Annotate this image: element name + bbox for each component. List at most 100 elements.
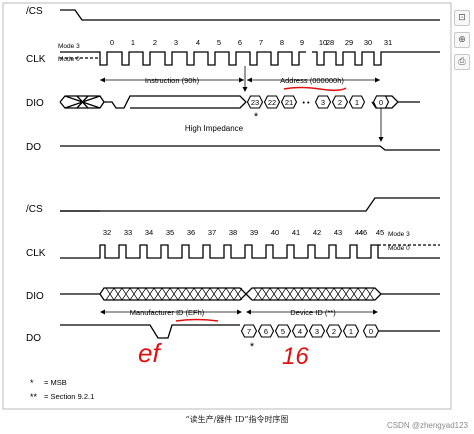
clk-waveform-bottom xyxy=(60,244,440,259)
clock-number: 45 xyxy=(376,228,384,237)
dio-dont-care-hatch-bottom xyxy=(105,287,375,301)
do-waveform-top xyxy=(60,145,440,151)
legend-text: = MSB xyxy=(44,378,67,387)
clock-number: 32 xyxy=(103,228,111,237)
dio-bit-box: 22 xyxy=(263,95,281,109)
svg-text:2: 2 xyxy=(338,98,342,107)
clock-number: 37 xyxy=(208,228,216,237)
dio-bit-box: 23 xyxy=(246,95,264,109)
handwritten-ef: ef xyxy=(138,338,162,368)
clock-number: 1 xyxy=(131,38,135,47)
manufacturer-id-label: Manufacturer ID (EFh) xyxy=(130,308,205,317)
clock-number: 43 xyxy=(334,228,342,237)
clock-number: 41 xyxy=(292,228,300,237)
dio-bit-box: 1 xyxy=(348,95,366,109)
signal-label-clk-bottom: CLK xyxy=(26,248,46,259)
arrow-head xyxy=(373,309,378,315)
legend-symbol: * xyxy=(30,378,34,388)
clock-number: 2 xyxy=(153,38,157,47)
dio-waveform-bottom xyxy=(60,287,247,301)
zoom-icon[interactable]: ⊕ xyxy=(454,32,470,48)
svg-text:21: 21 xyxy=(285,98,293,107)
signal-label-do-bottom: DO xyxy=(26,333,41,344)
instruction-label: Instruction (90h) xyxy=(145,76,200,85)
msb-marker: * xyxy=(254,111,259,123)
arrow-head xyxy=(100,309,105,315)
clock-number: 44 xyxy=(355,228,363,237)
figure-caption: “读生产/器件 ID”指令时序图 xyxy=(185,415,289,424)
arrow-head xyxy=(100,77,105,83)
high-impedance-label: High Impedance xyxy=(185,124,244,133)
svg-text:0: 0 xyxy=(369,327,373,336)
clock-number: 46 xyxy=(359,228,367,237)
cs-waveform-bottom xyxy=(60,197,440,212)
svg-text:2: 2 xyxy=(332,327,336,336)
clock-number: 39 xyxy=(250,228,258,237)
clock-number: 4 xyxy=(196,38,200,47)
svg-text:1: 1 xyxy=(355,98,359,107)
print-icon[interactable]: ⎙ xyxy=(454,54,470,70)
clock-number: 34 xyxy=(145,228,153,237)
legend-symbol: ** xyxy=(30,392,38,402)
dio-bit-box: 3 xyxy=(314,95,332,109)
signal-label-dio-bottom: DIO xyxy=(26,291,44,302)
svg-text:23: 23 xyxy=(251,98,259,107)
mode3-label-top: Mode 3 xyxy=(58,43,80,50)
clock-number: 28 xyxy=(326,38,334,47)
clock-number: 36 xyxy=(187,228,195,237)
svg-text:4: 4 xyxy=(298,327,302,336)
mode3-label-bottom: Mode 3 xyxy=(388,231,410,238)
clock-number: 9 xyxy=(300,38,304,47)
signal-label-cs: /CS xyxy=(26,6,43,17)
do-bit-box: 7 xyxy=(240,324,258,338)
svg-text:22: 22 xyxy=(268,98,276,107)
cs-waveform-top xyxy=(60,9,440,21)
address-underline xyxy=(283,86,347,92)
clock-number: 30 xyxy=(364,38,372,47)
watermark: CSDN @zhengyad123 xyxy=(386,421,468,430)
mode0-label-top: Mode 0 xyxy=(58,56,80,63)
do-waveform-bottom xyxy=(60,324,240,339)
clock-number: 29 xyxy=(345,38,353,47)
handwritten-16: 16 xyxy=(282,343,309,370)
clock-number: 42 xyxy=(313,228,321,237)
do-bit-box: 5 xyxy=(274,324,292,338)
dio-bit-box: 0 xyxy=(372,95,390,109)
signal-label-dio: DIO xyxy=(26,98,44,109)
do-bit-box: 2 xyxy=(325,324,343,338)
signal-label-do: DO xyxy=(26,142,41,153)
clock-number: 3 xyxy=(174,38,178,47)
clock-number: 10 xyxy=(319,38,327,47)
mode0-label-bottom: Mode 0 xyxy=(388,245,410,252)
msb-marker: * xyxy=(250,341,255,353)
arrow-head xyxy=(239,77,244,83)
do-bit-box: 6 xyxy=(257,324,275,338)
clock-number: 33 xyxy=(124,228,132,237)
arrow-head xyxy=(242,87,248,92)
signal-label-clk: CLK xyxy=(26,54,46,65)
signal-label-cs-bottom: /CS xyxy=(26,204,43,215)
select-icon[interactable]: ⊡ xyxy=(454,10,470,26)
clock-number: 7 xyxy=(259,38,263,47)
svg-text:1: 1 xyxy=(349,327,353,336)
bit-gap-ellipsis: • • xyxy=(302,98,310,107)
clock-number: 40 xyxy=(271,228,279,237)
clock-number: 38 xyxy=(229,228,237,237)
do-bit-box: 0 xyxy=(362,324,380,338)
dio-bit-box: 2 xyxy=(331,95,349,109)
clock-number: 0 xyxy=(110,38,114,47)
svg-text:5: 5 xyxy=(281,327,285,336)
arrow-head xyxy=(246,309,251,315)
svg-text:3: 3 xyxy=(315,327,319,336)
svg-text:3: 3 xyxy=(321,98,325,107)
svg-text:7: 7 xyxy=(247,327,251,336)
clock-number: 35 xyxy=(166,228,174,237)
svg-text:6: 6 xyxy=(264,327,268,336)
do-bit-box: 3 xyxy=(308,324,326,338)
clock-number: 6 xyxy=(238,38,242,47)
arrow-head xyxy=(378,137,384,142)
manufacturer-underline xyxy=(175,318,219,322)
do-bit-box: 1 xyxy=(342,324,360,338)
arrow-head xyxy=(247,77,252,83)
